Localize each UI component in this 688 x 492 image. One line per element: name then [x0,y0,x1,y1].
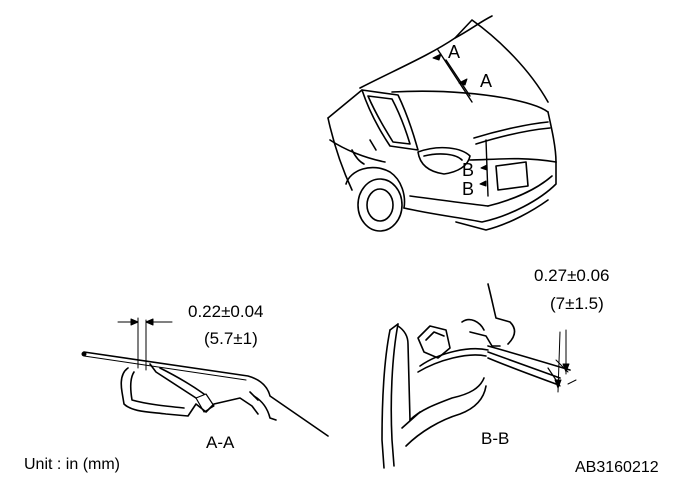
callout-b-lower: B [462,179,475,199]
callout-a-upper: A [448,42,461,62]
bb-dimension-inch: 0.27±0.06 [534,266,610,285]
aa-dimension-mm: (5.7±1) [204,329,258,348]
aa-section-title: A-A [206,433,235,452]
aa-dimension-inch: 0.22±0.04 [188,302,264,321]
figure-id: AB3160212 [575,459,659,476]
section-aa-drawing [83,317,329,437]
bb-section-title: B-B [481,429,510,448]
car-illustration [327,15,557,232]
callout-arrows [432,53,488,187]
callout-b-upper: B [462,160,475,180]
unit-note: Unit : in (mm) [24,456,120,473]
section-bb-arrows [554,363,570,389]
section-aa-arrows [81,318,154,357]
bb-dimension-mm: (7±1.5) [550,294,604,313]
section-bb-drawing [381,283,577,469]
callout-a-lower: A [480,71,493,91]
